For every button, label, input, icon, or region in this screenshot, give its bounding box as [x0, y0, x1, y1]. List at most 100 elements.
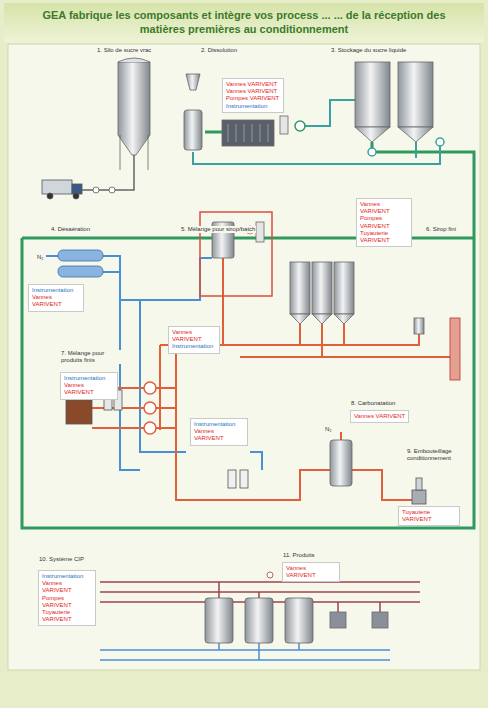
- truck: [109, 187, 115, 193]
- filler: [416, 478, 422, 490]
- mixing-station: [144, 382, 156, 394]
- cip-pipe: [337, 602, 339, 612]
- storage-tanks: [368, 148, 376, 156]
- section-label: 10. Système CIP: [38, 556, 85, 563]
- callout-box: Vannes VARIVENT: [350, 410, 409, 423]
- red-pipe: [340, 432, 342, 440]
- silo: [120, 135, 121, 170]
- mixing-station: [240, 470, 248, 488]
- cip-tanks: [245, 598, 273, 643]
- storage-tanks: [355, 62, 390, 127]
- silo: [148, 135, 149, 170]
- cip-tanks: [330, 612, 346, 628]
- component-text: Vannes VARIVENT: [194, 428, 244, 442]
- section-label: 3. Stockage du sucre liquide: [330, 47, 407, 54]
- red-pipe: [299, 322, 301, 345]
- silo: [118, 58, 150, 62]
- component-text: Instrumentation: [194, 421, 244, 428]
- blue-pipe: [103, 271, 120, 273]
- red-pipe: [404, 357, 455, 380]
- cip-return-pipe: [100, 659, 390, 661]
- component-text: Instrumentation: [32, 287, 80, 294]
- storage-tanks: [398, 127, 433, 142]
- truck: [82, 155, 134, 190]
- syrup-tanks: [290, 314, 310, 324]
- section-label: 8. Carbonatation: [350, 400, 396, 407]
- callout-box: Tuyauterie VARIVENT: [398, 506, 460, 526]
- storage-tanks: [398, 62, 433, 127]
- component-text: Vannes VARIVENT Pompes VARIVENT Tuyauter…: [360, 201, 408, 244]
- red-pipe: [352, 470, 412, 500]
- section-label: 5. Mélange pour sirop/batch: [180, 226, 256, 233]
- dissolution-unit: [184, 110, 202, 150]
- component-text: Vannes VARIVENT Pompes VARIVENT Tuyauter…: [42, 580, 92, 623]
- callout-box: Vannes VARIVENT Vannes VARIVENT Pompes V…: [222, 78, 284, 113]
- cip-pipe: [379, 602, 381, 612]
- section-label: 7. Mélange pour produits finis: [60, 350, 124, 364]
- diagram-title: GEA fabrique les composants et intègre v…: [40, 8, 448, 37]
- storage-tanks: [355, 62, 444, 156]
- component-text: Tuyauterie VARIVENT: [402, 509, 456, 523]
- deaerator: [58, 250, 103, 277]
- carbonator: [330, 440, 352, 486]
- syrup-tanks: [312, 314, 332, 324]
- syrup-tanks: [414, 318, 424, 334]
- cip-tanks: [267, 572, 273, 578]
- truck: [73, 193, 79, 199]
- mixing-station: [228, 470, 236, 488]
- component-text: Vannes VARIVENT: [286, 565, 336, 579]
- mixing-station: [66, 400, 92, 424]
- blue-pipe: [120, 258, 212, 300]
- syrup-tanks: [290, 262, 310, 314]
- section-label: 9. Embouteillage conditionnement: [406, 448, 468, 462]
- component-text: Vannes VARIVENT Vannes VARIVENT Pompes V…: [226, 81, 280, 103]
- truck: [47, 193, 53, 199]
- teal-pipe: [415, 142, 417, 158]
- mixing-station: [144, 422, 156, 434]
- cip-tanks: [372, 612, 388, 628]
- section-label: 2. Dissolution: [200, 47, 238, 54]
- filler: [412, 490, 426, 504]
- cip-return-pipe: [298, 643, 300, 650]
- red-pipe: [343, 322, 345, 345]
- syrup-tanks: [312, 262, 332, 314]
- callout-box: InstrumentationVannes VARIVENT: [28, 284, 84, 312]
- red-pipe: [92, 427, 144, 429]
- deaerator: [58, 250, 103, 261]
- dissolution-unit: [228, 124, 268, 142]
- callout-box: Vannes VARIVENT: [282, 562, 340, 582]
- component-text: Vannes VARIVENT: [32, 294, 80, 308]
- blue-pipe: [120, 300, 140, 470]
- component-text: Vannes VARIVENT: [172, 329, 216, 343]
- filler: [412, 478, 426, 504]
- red-frame: [200, 212, 272, 296]
- cip-return-pipe: [218, 643, 220, 650]
- background: [4, 3, 484, 43]
- section-label: 6. Sirop fini: [425, 226, 457, 233]
- dissolution-unit: [295, 121, 305, 131]
- blue-pipe: [140, 300, 186, 452]
- component-text: Vannes VARIVENT: [354, 413, 405, 420]
- cip-tanks: [205, 572, 388, 643]
- syrup-tanks: [290, 262, 460, 380]
- callout-box: Vannes VARIVENTInstrumentation: [168, 326, 220, 354]
- section-label: 1. Silo de sucre vrac: [96, 47, 152, 54]
- syrup-tanks: [334, 314, 354, 324]
- deaerator: [58, 266, 103, 277]
- mixing-station: [144, 402, 156, 414]
- carbonator: [330, 440, 352, 486]
- blue-pipe: [46, 255, 58, 257]
- red-pipe: [321, 322, 323, 357]
- batch-tank: [256, 222, 264, 242]
- storage-tanks: [436, 138, 444, 146]
- callout-box: Vannes VARIVENT Pompes VARIVENT Tuyauter…: [356, 198, 412, 247]
- silo: [118, 62, 150, 155]
- cip-tanks: [285, 598, 313, 643]
- green-pipe: [205, 131, 222, 134]
- component-text: Instrumentation: [42, 573, 92, 580]
- syrup-tanks: [450, 318, 460, 380]
- cip-return-pipe: [100, 643, 390, 660]
- cip-pipe: [100, 591, 420, 593]
- truck: [42, 155, 134, 199]
